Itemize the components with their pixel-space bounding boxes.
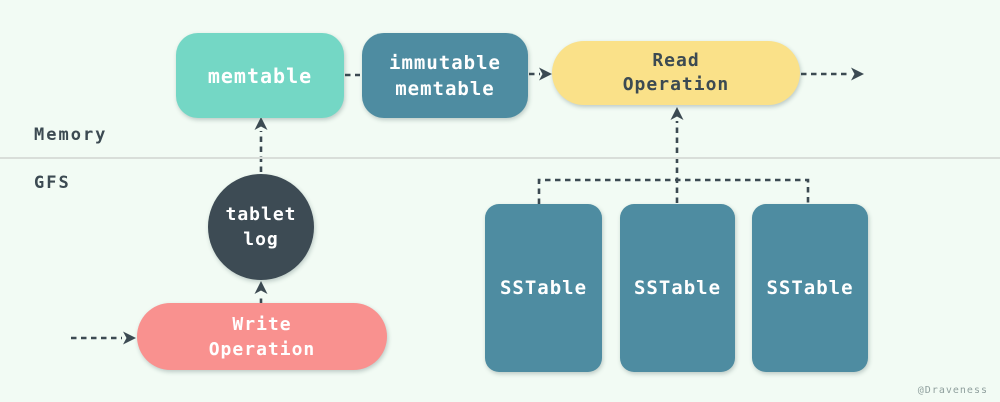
memory-gfs-divider	[0, 157, 1000, 159]
arrow-immutable-to-read	[529, 67, 552, 81]
read-operation-label-line2: Operation	[622, 74, 730, 95]
write-operation-label-line1: Write	[232, 313, 292, 335]
gfs-zone-label: GFS	[34, 173, 71, 193]
sstable-label: SSTable	[633, 277, 722, 299]
connector-sstables-to-read	[537, 107, 810, 204]
sstable-label: SSTable	[766, 277, 854, 299]
immutable-memtable-node: immutable memtable	[362, 33, 528, 118]
memory-zone-label: Memory	[34, 125, 108, 145]
tablet-log-label-line1: tablet	[225, 204, 297, 225]
arrow-tabletlog-to-memtable	[254, 117, 268, 172]
read-operation-node: Read Operation	[552, 41, 800, 105]
sstable-node-3: SSTable	[752, 204, 868, 372]
write-operation-node: Write Operation	[137, 303, 387, 370]
sstable-label: SSTable	[499, 277, 588, 299]
sstable-node-1: SSTable	[485, 204, 602, 372]
tablet-log-label-line2: log	[243, 229, 279, 250]
immutable-memtable-label-line2: memtable	[395, 77, 495, 100]
immutable-memtable-label-line1: immutable	[389, 51, 501, 74]
memtable-label: memtable	[207, 63, 313, 88]
write-operation-label-line2: Operation	[208, 338, 316, 360]
sstable-node-2: SSTable	[620, 204, 735, 372]
memtable-node: memtable	[176, 33, 344, 118]
read-operation-label-line1: Read	[652, 50, 700, 71]
arrow-read-to-right-edge	[801, 67, 864, 81]
author-credit: @Draveness	[917, 385, 988, 396]
arrow-left-edge-to-write	[71, 331, 136, 345]
tablet-log-node: tablet log	[208, 174, 314, 280]
arrow-write-to-tabletlog	[254, 281, 268, 304]
